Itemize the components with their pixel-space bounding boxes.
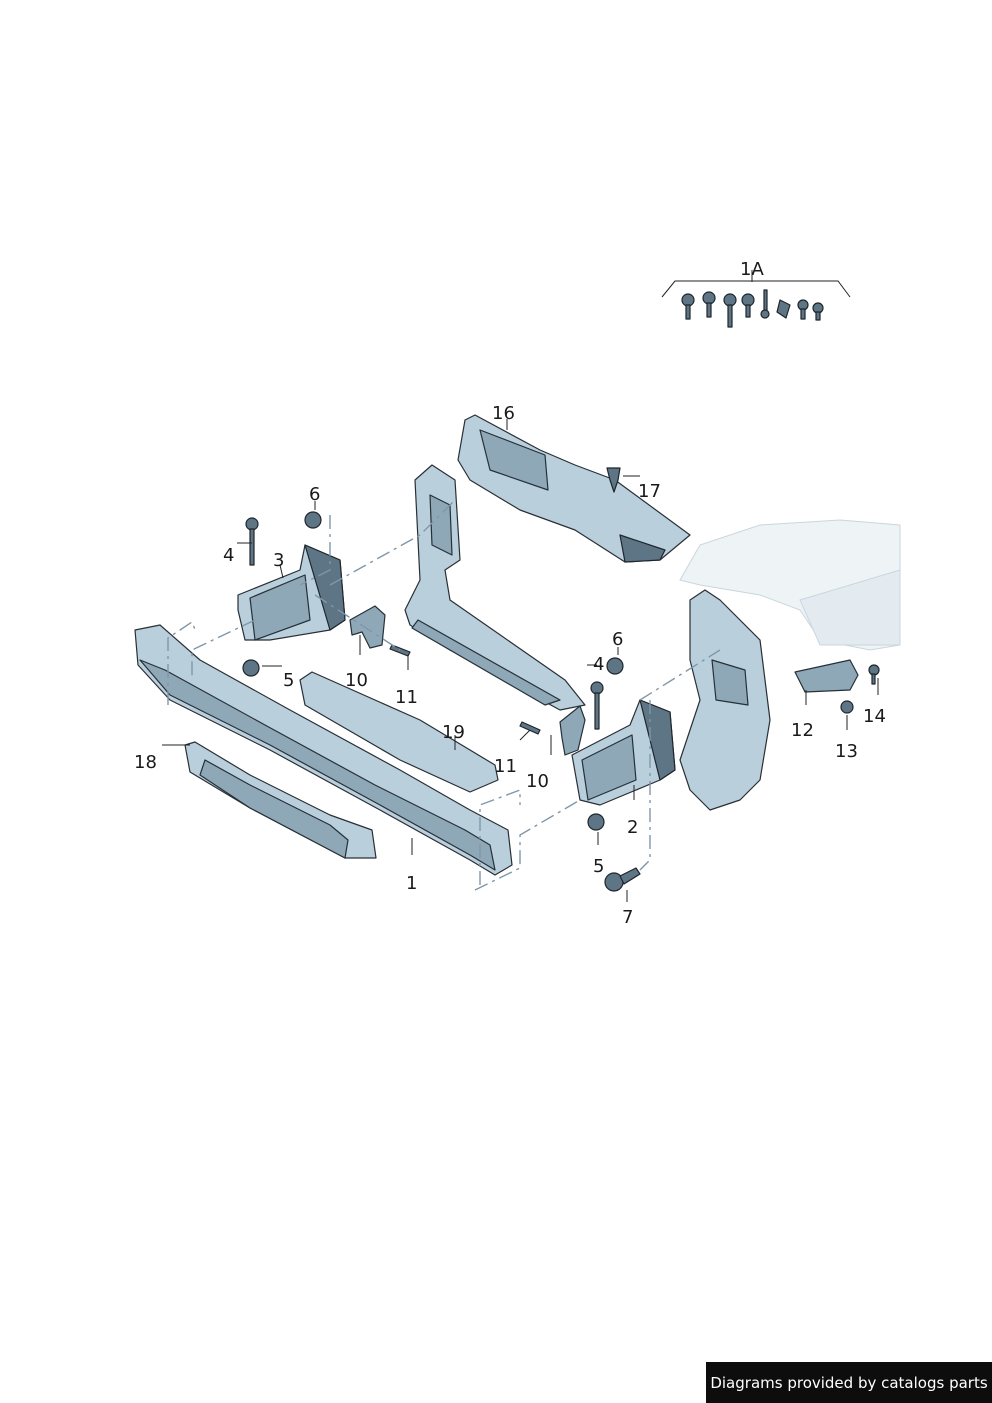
callout-1a: 1A [740,259,764,280]
callout-6-right: 6 [612,629,623,650]
callout-6-left: 6 [309,484,320,505]
right-side-member [679,589,771,811]
part-1-crossmember [134,624,513,876]
callout-1: 1 [406,873,417,894]
part-5-nut-left [242,659,260,677]
part-4-bolt-right [590,681,604,730]
assembly-lines [167,499,721,891]
lock-carrier [404,464,586,711]
callout-labels: 1A 16 17 6 4 3 5 10 11 19 18 1 6 4 11 10… [134,259,886,928]
callout-10-right: 10 [526,771,549,792]
leader-lines [162,419,879,902]
fender-ghost [679,519,901,651]
part-6-nut-right [606,657,624,675]
part-17-clip [606,467,621,493]
callout-10-left: 10 [345,670,368,691]
callout-12: 12 [791,720,814,741]
callout-4-left: 4 [223,545,234,566]
callout-4-right: 4 [593,654,604,675]
part-10-bracket-right [559,705,586,756]
callout-16: 16 [492,403,515,424]
part-3-deformation-left [237,544,346,641]
part-4-bolt-left [245,517,259,566]
callout-19: 19 [442,722,465,743]
part-16-air-guide [457,414,691,563]
part-10-bracket-left [349,605,386,649]
part-14-screw [868,664,880,685]
callout-2: 2 [627,817,638,838]
callout-14: 14 [863,706,886,727]
part-11-rivet-left [389,644,411,657]
fastener-set-1a [661,270,851,328]
callout-5-right: 5 [593,856,604,877]
part-11-rivet-right [519,721,541,735]
callout-11-left: 11 [395,687,418,708]
part-18-absorber [184,741,377,859]
callout-5-left: 5 [283,670,294,691]
part-19-cover [299,671,499,793]
part-5-nut-right [587,813,605,831]
callout-18: 18 [134,752,157,773]
part-6-nut-left [304,511,322,529]
part-7-bolt [604,867,641,892]
callout-11-right: 11 [494,756,517,777]
callout-17: 17 [638,481,661,502]
part-13-nut [840,700,854,714]
part-2-deformation-right [571,699,676,806]
credit-banner: Diagrams provided by catalogs parts [706,1362,992,1403]
callout-7: 7 [622,907,633,928]
part-12-bracket [794,659,859,693]
callout-13: 13 [835,741,858,762]
callout-3: 3 [273,550,284,571]
credit-text: Diagrams provided by catalogs parts [710,1373,988,1392]
